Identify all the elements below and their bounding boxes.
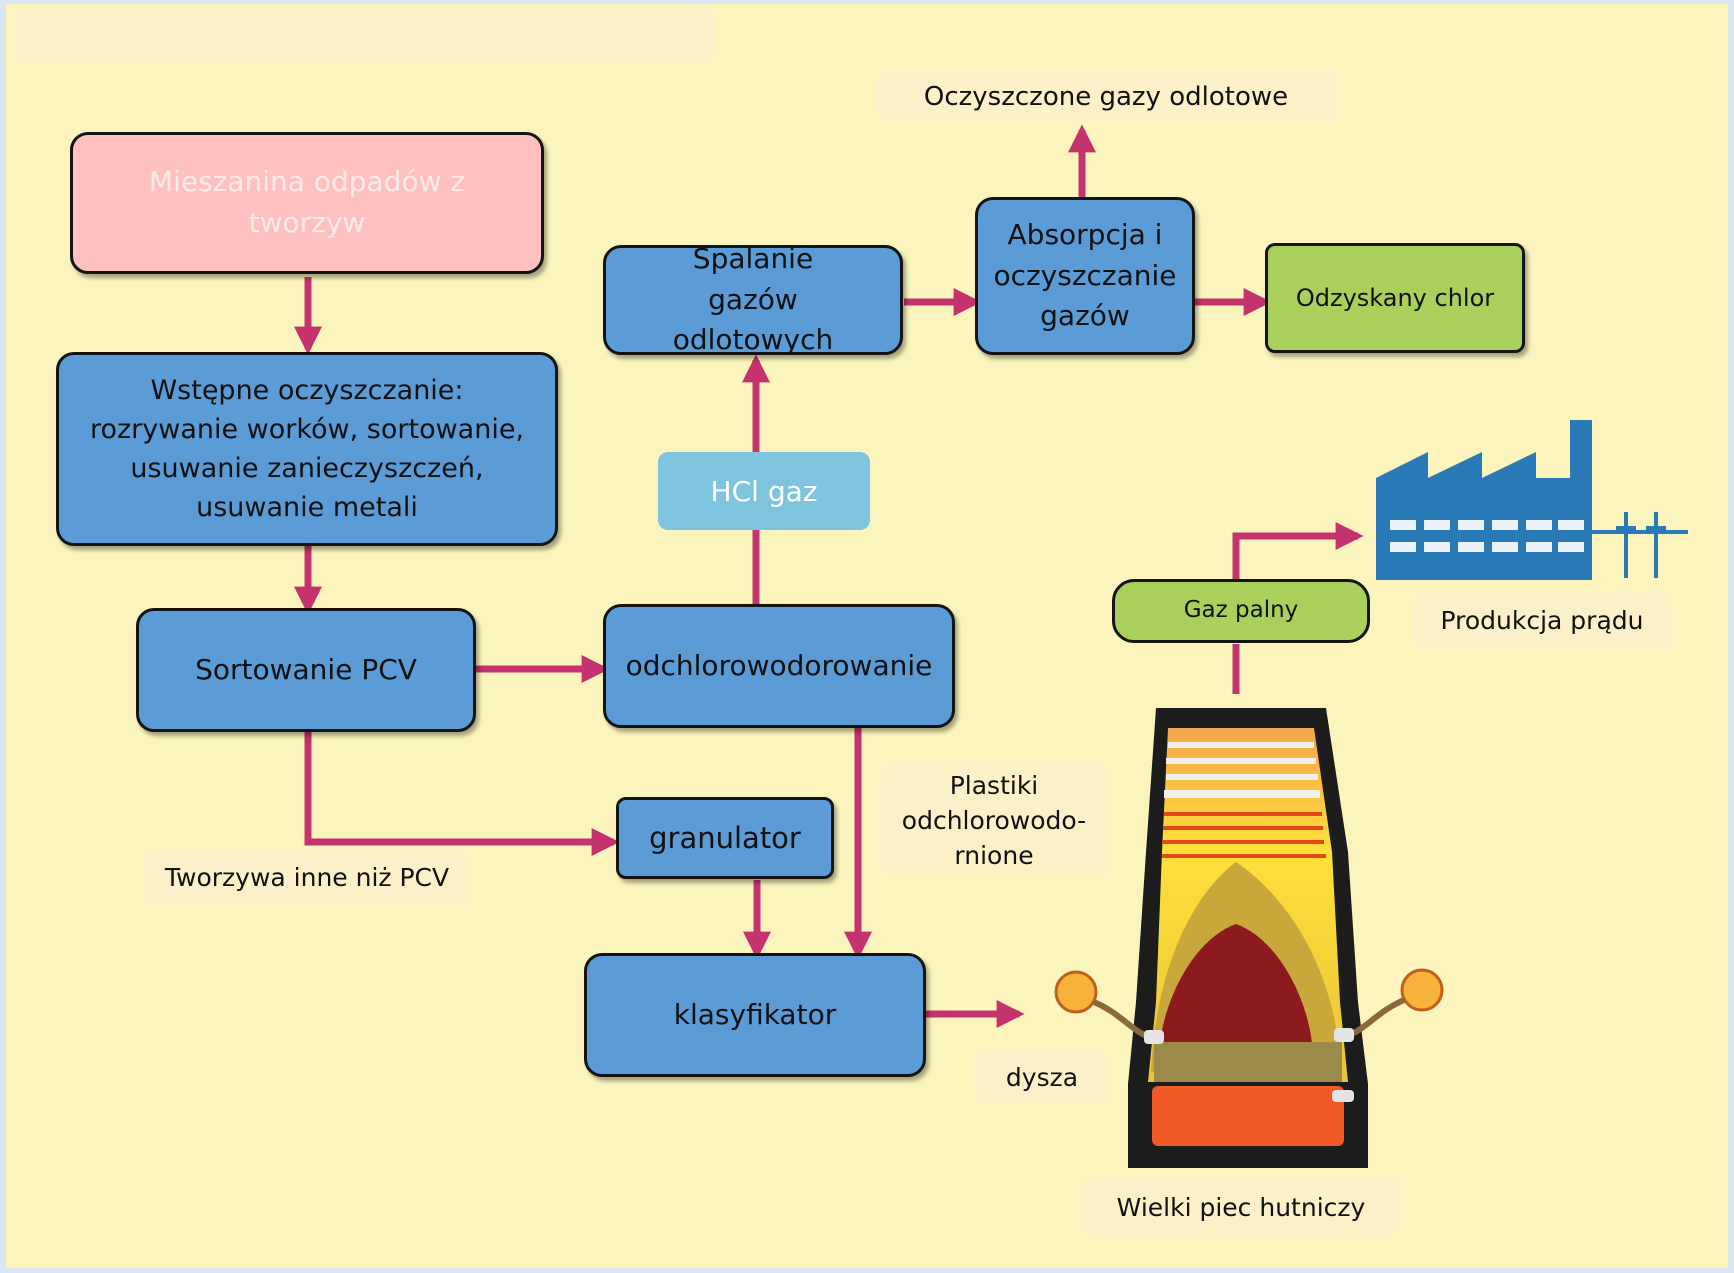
box-absorption-cleaning: Absorpcja i oczyszczanie gazów: [975, 197, 1195, 355]
label-non-pvc-plastics: Tworzywa inne niż PCV: [144, 849, 470, 905]
flow-arrows: [294, 124, 1364, 1028]
box-plastic-waste-mix: Mieszanina odpadów z tworzyw: [70, 132, 544, 274]
box-preliminary-cleaning: Wstępne oczyszczanie: rozrywanie worków,…: [56, 352, 558, 546]
blast-furnace-illustration: [1054, 708, 1444, 1168]
arrow-sortpcv-to-granulator: [304, 732, 620, 856]
box-recovered-chlorine: Odzyskany chlor: [1265, 243, 1525, 353]
box-exhaust-gas-combustion: Spalanie gazów odlotowych: [603, 242, 903, 356]
title-bar: [16, 8, 716, 64]
label-blast-furnace: Wielki piec hutniczy: [1080, 1178, 1402, 1236]
box-classifier: klasyfikator: [584, 953, 926, 1077]
diagram-canvas: Mieszanina odpadów z tworzyw Wstępne ocz…: [6, 4, 1728, 1268]
box-fuel-gas: Gaz palny: [1112, 579, 1370, 643]
label-hcl-gas: HCl gaz: [658, 452, 870, 530]
factory-icon: [1376, 420, 1688, 580]
label-nozzle: dysza: [974, 1050, 1110, 1104]
box-granulator: granulator: [616, 797, 834, 879]
arrow-fuelgas-to-power: [1232, 522, 1364, 584]
label-cleaned-exhaust-gases: Oczyszczone gazy odlotowe: [876, 72, 1336, 122]
box-dehydrochlorination: odchlorowodorowanie: [603, 604, 955, 728]
box-pvc-sorting: Sortowanie PCV: [136, 608, 476, 732]
label-power-production: Produkcja prądu: [1412, 592, 1672, 648]
label-dechlorinated-plastics: Plastiki odchlorowodo- rnione: [878, 764, 1110, 876]
